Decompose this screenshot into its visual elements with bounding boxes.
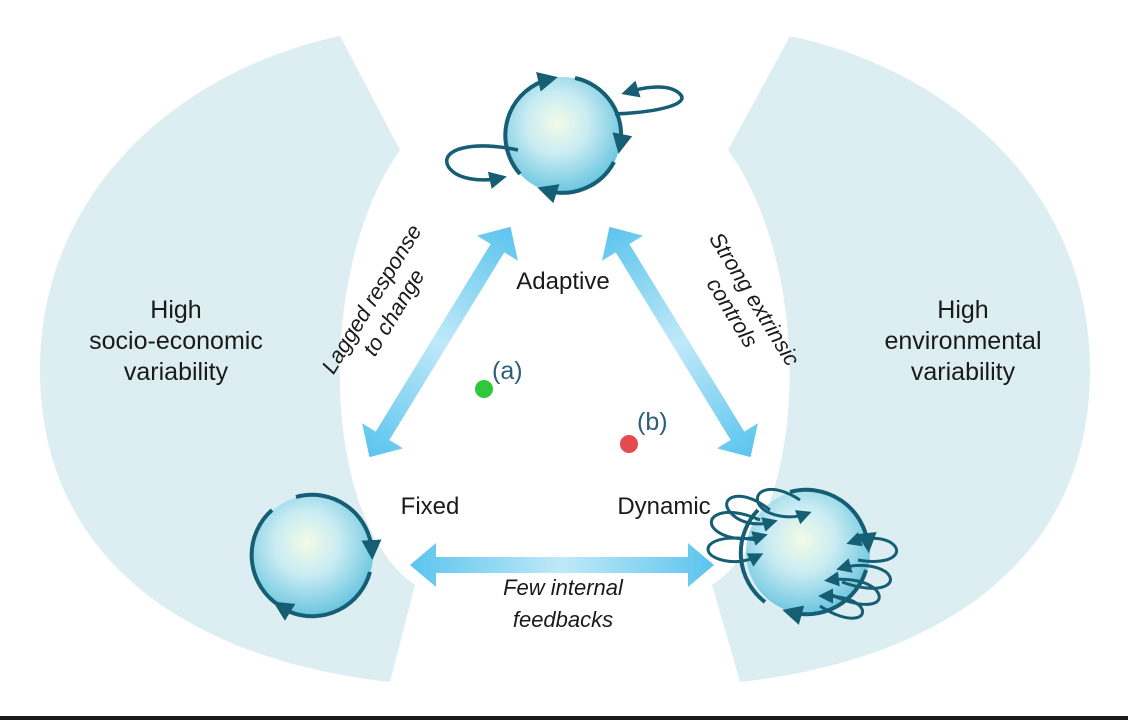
left-zone-label-line1: High: [150, 296, 201, 324]
point-a-label: (a): [492, 357, 523, 385]
fixed-label: Fixed: [401, 493, 460, 520]
point-b-marker: [620, 435, 638, 453]
right-zone-label-line2: environmental: [884, 327, 1041, 355]
left-zone-label-line2: socio-economic: [89, 327, 263, 355]
arrow-fixed-dynamic: [410, 543, 714, 587]
bottom-rule: [0, 716, 1128, 720]
point-a-marker: [475, 380, 493, 398]
right-zone-label-line1: High: [937, 296, 988, 324]
left-zone-label-line3: variability: [124, 358, 229, 386]
dynamic-system-icon: [706, 487, 898, 625]
arrow-adaptive-dynamic: [602, 226, 758, 458]
edge-label-few-internal-line1: Few internal: [503, 575, 624, 600]
point-b-label: (b): [637, 408, 668, 436]
dynamic-label: Dynamic: [617, 493, 710, 520]
right-zone-label-line3: variability: [911, 358, 1016, 386]
fixed-system-icon: [249, 492, 382, 621]
adaptive-label: Adaptive: [516, 268, 609, 295]
arrow-adaptive-fixed: [362, 226, 518, 458]
adaptive-system-icon: [445, 72, 684, 204]
edge-label-few-internal-line2: feedbacks: [513, 607, 613, 632]
